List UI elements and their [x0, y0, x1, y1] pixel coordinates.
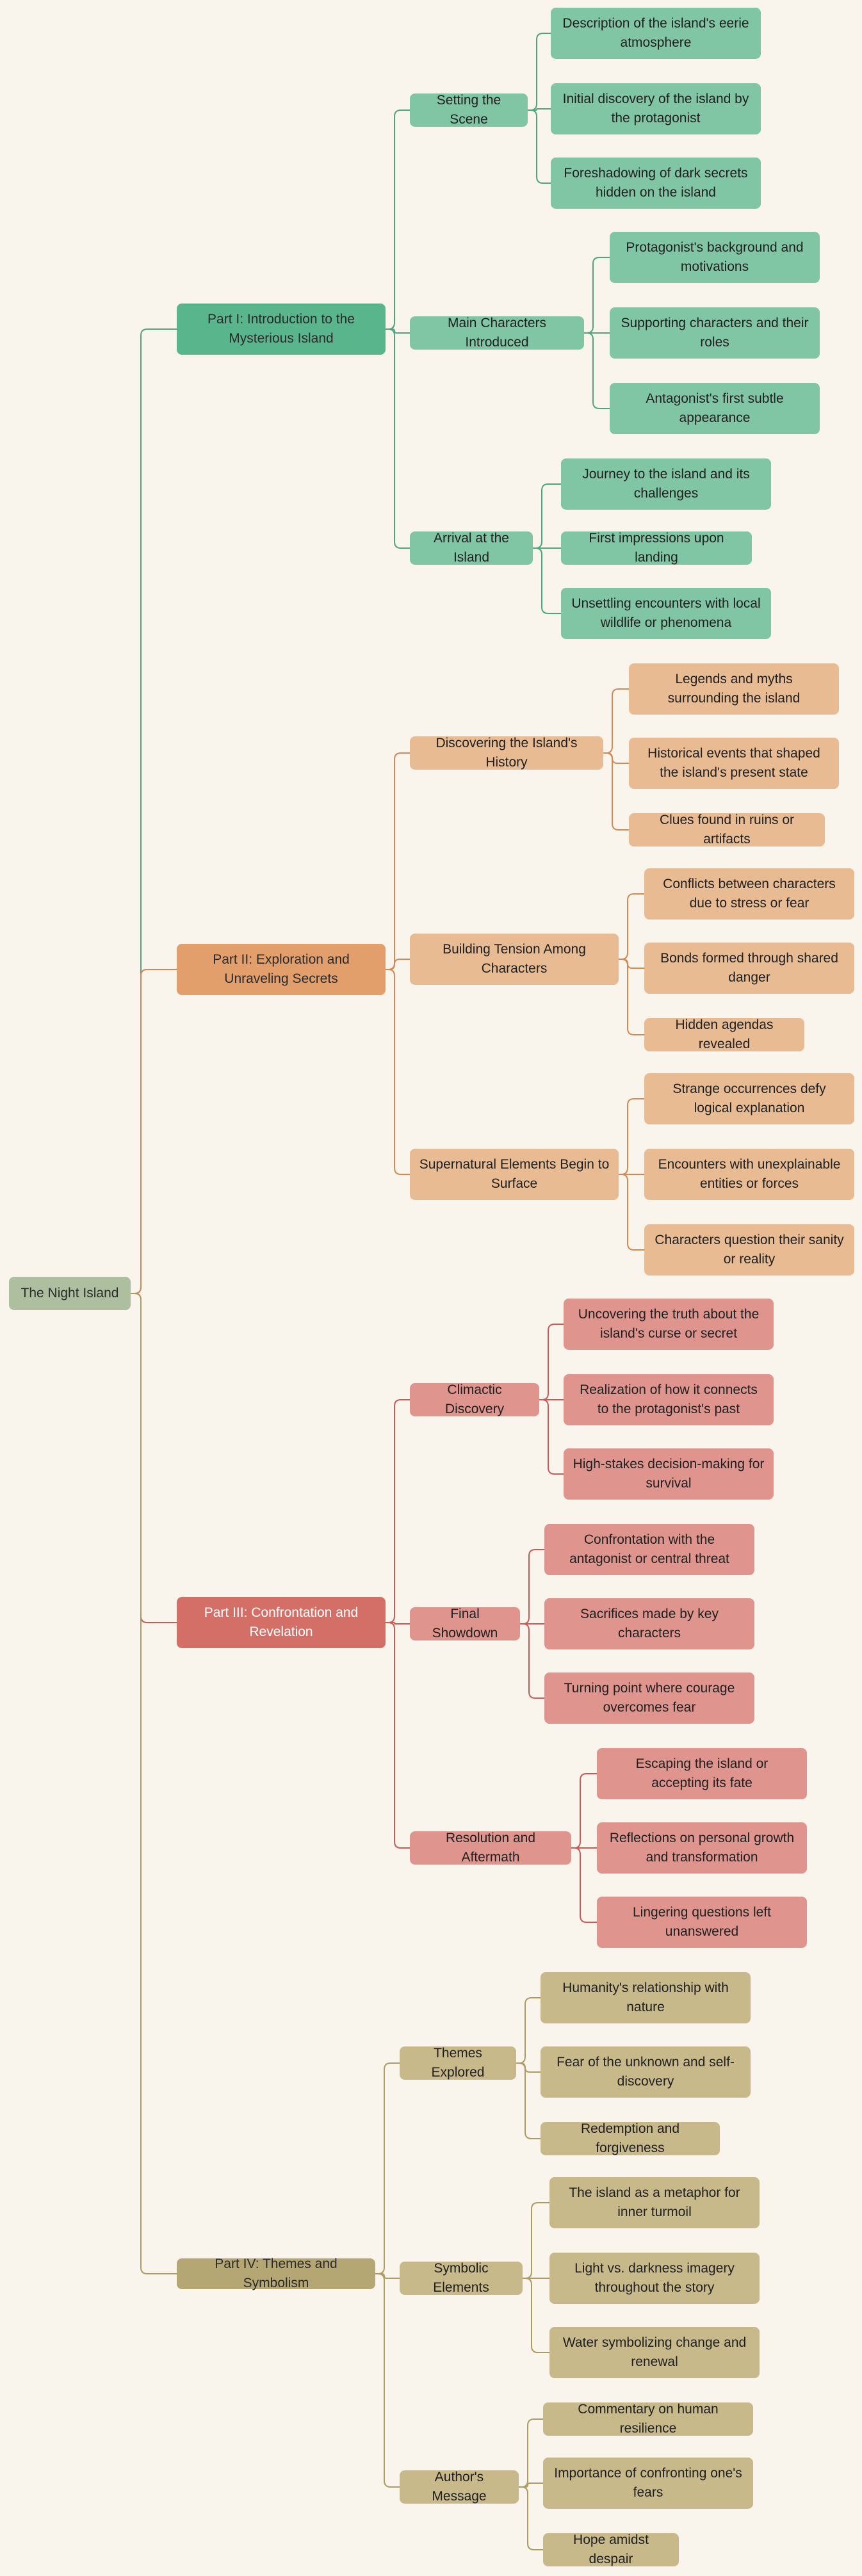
section-node[interactable]: Supernatural Elements Begin to Surface	[410, 1149, 619, 1200]
connector-line	[131, 1293, 177, 2274]
leaf-node[interactable]: Foreshadowing of dark secrets hidden on …	[551, 158, 761, 209]
connector-line	[619, 893, 644, 960]
connector-line	[131, 328, 177, 1294]
connector-line	[619, 1174, 644, 1251]
leaf-node[interactable]: Description of the island's eerie atmosp…	[551, 8, 761, 59]
section-node[interactable]: Building Tension Among Characters	[410, 934, 619, 985]
leaf-node[interactable]: Sacrifices made by key characters	[544, 1598, 754, 1649]
leaf-node[interactable]: Redemption and forgiveness	[541, 2121, 720, 2155]
connector-line	[519, 2483, 543, 2488]
leaf-node[interactable]: The island as a metaphor for inner turmo…	[549, 2177, 760, 2228]
connector-line	[528, 108, 551, 111]
part-node[interactable]: Part III: Confrontation and Revelation	[177, 1597, 386, 1648]
part-node[interactable]: Part IV: Themes and Symbolism	[177, 2256, 375, 2290]
leaf-node[interactable]: Supporting characters and their roles	[610, 307, 820, 359]
leaf-node[interactable]: Turning point where courage overcomes fe…	[544, 1673, 754, 1724]
leaf-node[interactable]: Clues found in ruins or artifacts	[629, 813, 825, 847]
leaf-node[interactable]: Journey to the island and its challenges	[561, 458, 771, 510]
connector-line	[603, 752, 629, 764]
connector-line	[375, 2062, 400, 2274]
connector-line	[519, 2486, 543, 2550]
leaf-node[interactable]: First impressions upon landing	[561, 531, 752, 565]
connector-line	[533, 483, 561, 549]
leaf-node[interactable]: Light vs. darkness imagery throughout th…	[549, 2253, 760, 2304]
leaf-node[interactable]: Humanity's relationship with nature	[541, 1972, 751, 2023]
connector-line	[131, 1293, 177, 1623]
part-node[interactable]: Part I: Introduction to the Mysterious I…	[177, 304, 386, 355]
section-node[interactable]: Climactic Discovery	[410, 1382, 539, 1416]
connector-line	[386, 959, 410, 970]
connector-line	[528, 109, 551, 184]
section-node[interactable]: Themes Explored	[400, 2046, 516, 2080]
section-node[interactable]: Symbolic Elements	[400, 2261, 523, 2295]
connector-line	[539, 1399, 564, 1475]
connector-line	[516, 2062, 541, 2073]
section-node[interactable]: Arrival at the Island	[410, 531, 533, 565]
leaf-node[interactable]: Historical events that shaped the island…	[629, 738, 839, 789]
connector-line	[131, 969, 177, 1294]
connector-line	[516, 2062, 541, 2139]
leaf-node[interactable]: Fear of the unknown and self-discovery	[541, 2046, 751, 2098]
leaf-node[interactable]: Commentary on human resilience	[543, 2402, 753, 2436]
leaf-node[interactable]: Protagonist's background and motivations	[610, 232, 820, 283]
connector-line	[528, 33, 551, 111]
section-node[interactable]: Author's Message	[400, 2470, 519, 2504]
connector-line	[603, 688, 629, 754]
root-node[interactable]: The Night Island	[9, 1277, 131, 1310]
leaf-node[interactable]: Legends and myths surrounding the island	[629, 663, 839, 715]
section-node[interactable]: Discovering the Island's History	[410, 736, 603, 770]
connector-line	[603, 752, 629, 830]
connector-line	[516, 1997, 541, 2064]
leaf-node[interactable]: Bonds formed through shared danger	[644, 943, 854, 994]
leaf-node[interactable]: Escaping the island or accepting its fat…	[597, 1748, 807, 1799]
connector-line	[539, 1324, 564, 1400]
connector-line	[584, 332, 610, 409]
leaf-node[interactable]: Water symbolizing change and renewal	[549, 2327, 760, 2378]
connector-line	[386, 328, 410, 549]
connector-line	[533, 547, 561, 614]
connector-line	[619, 959, 644, 1035]
connector-line	[386, 328, 410, 334]
leaf-node[interactable]: Strange occurrences defy logical explana…	[644, 1073, 854, 1124]
leaf-node[interactable]: Hope amidst despair	[543, 2532, 679, 2566]
leaf-node[interactable]: Realization of how it connects to the pr…	[564, 1374, 774, 1425]
section-node[interactable]: Setting the Scene	[410, 93, 528, 127]
connector-line	[375, 2273, 400, 2279]
connector-line	[386, 1622, 410, 1624]
leaf-node[interactable]: Encounters with unexplainable entities o…	[644, 1149, 854, 1200]
section-node[interactable]: Main Characters Introduced	[410, 316, 584, 350]
connector-line	[375, 2273, 400, 2488]
leaf-node[interactable]: High-stakes decision-making for survival	[564, 1448, 774, 1500]
connector-line	[584, 257, 610, 334]
leaf-node[interactable]: Conflicts between characters due to stre…	[644, 868, 854, 919]
connector-line	[520, 1623, 544, 1699]
section-node[interactable]: Resolution and Aftermath	[410, 1831, 571, 1865]
leaf-node[interactable]: Initial discovery of the island by the p…	[551, 83, 761, 134]
leaf-node[interactable]: Reflections on personal growth and trans…	[597, 1822, 807, 1874]
connector-line	[523, 2202, 549, 2279]
connector-line	[519, 2418, 543, 2488]
leaf-node[interactable]: Unsettling encounters with local wildlif…	[561, 588, 771, 639]
leaf-node[interactable]: Uncovering the truth about the island's …	[564, 1299, 774, 1350]
leaf-node[interactable]: Importance of confronting one's fears	[543, 2458, 753, 2509]
leaf-node[interactable]: Characters question their sanity or real…	[644, 1224, 854, 1276]
leaf-node[interactable]: Antagonist's first subtle appearance	[610, 383, 820, 434]
connector-line	[520, 1549, 544, 1624]
connector-line	[523, 2278, 549, 2353]
leaf-node[interactable]: Lingering questions left unanswered	[597, 1897, 807, 1948]
connector-line	[386, 109, 410, 330]
connector-line	[386, 1622, 410, 1849]
connector-line	[619, 959, 644, 969]
connector-line	[571, 1847, 597, 1923]
leaf-node[interactable]: Hidden agendas revealed	[644, 1017, 804, 1051]
connector-line	[386, 969, 410, 1175]
leaf-node[interactable]: Confrontation with the antagonist or cen…	[544, 1524, 754, 1575]
section-node[interactable]: Final Showdown	[410, 1607, 520, 1640]
connector-line	[386, 1399, 410, 1623]
connector-line	[571, 1773, 597, 1849]
connector-line	[619, 1098, 644, 1175]
connector-line	[386, 752, 410, 970]
part-node[interactable]: Part II: Exploration and Unraveling Secr…	[177, 944, 386, 995]
